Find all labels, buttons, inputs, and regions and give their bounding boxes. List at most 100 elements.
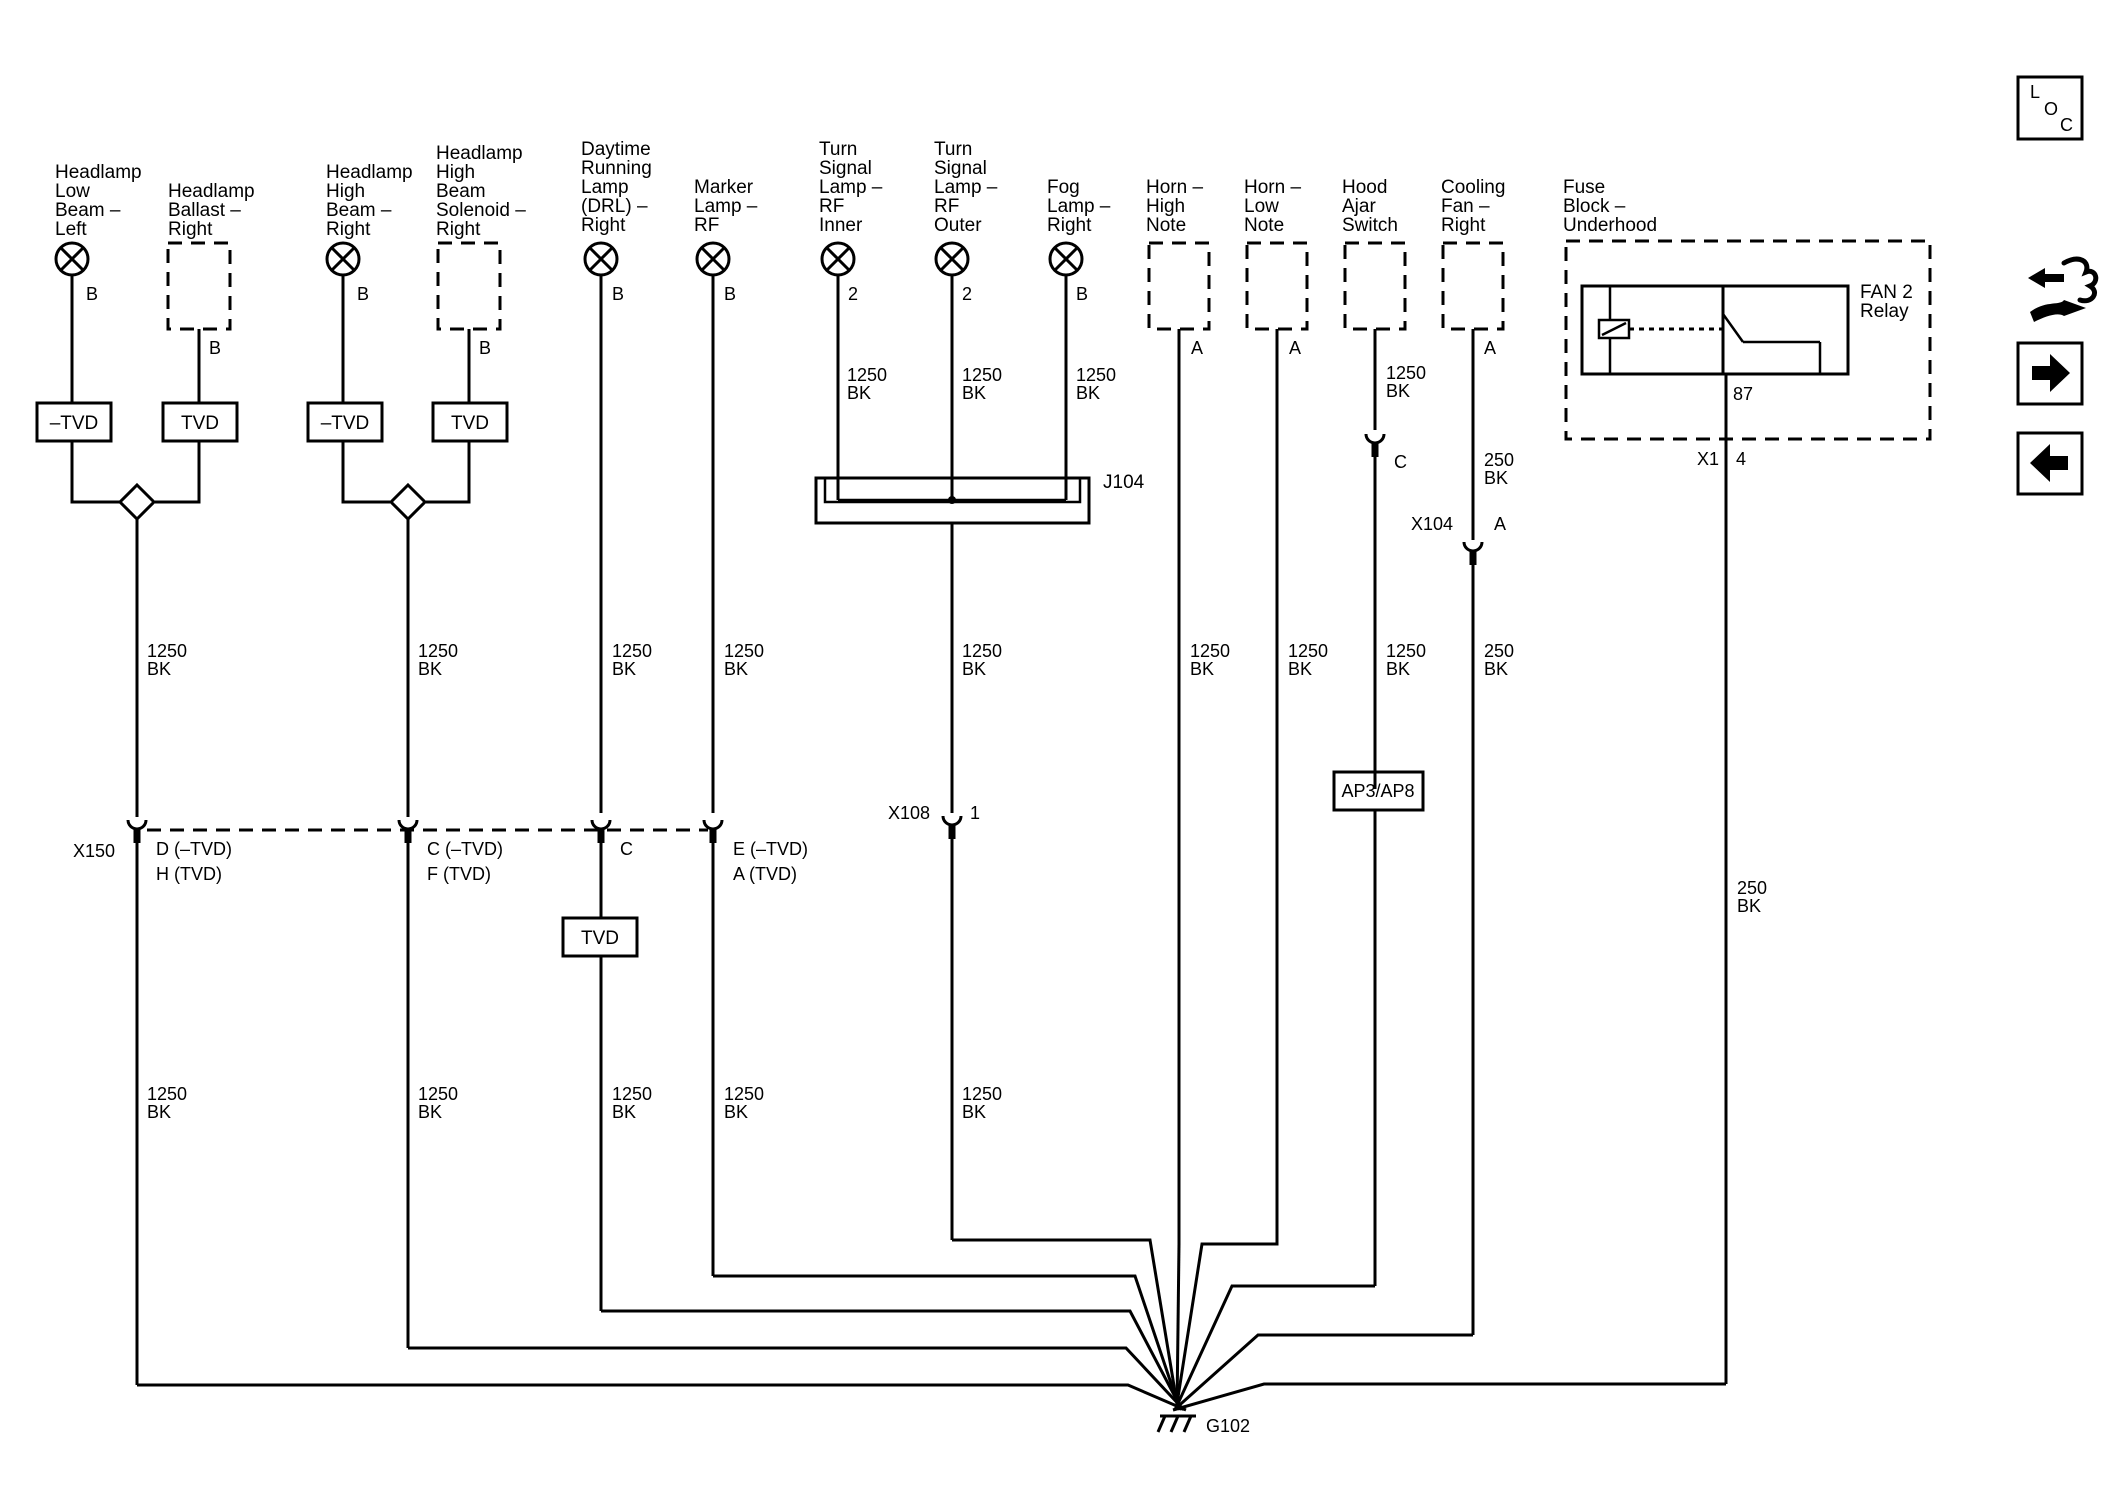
pin-label: B xyxy=(479,338,491,358)
x108-label: X108 xyxy=(888,803,930,823)
splice-diamond-icon xyxy=(117,482,157,522)
label-drl-right: Daytime Running Lamp (DRL) – Right xyxy=(581,139,657,236)
back-arrow-icon[interactable] xyxy=(2016,431,2084,496)
pin-label: 2 xyxy=(848,284,858,304)
x1-connector-label: X1 xyxy=(1697,449,1719,469)
option-not-tvd: –TVD xyxy=(321,413,370,434)
x104-pin-label: A xyxy=(1494,514,1506,534)
pin-label: A xyxy=(1191,338,1203,358)
label-hood-ajar-switch: Hood Ajar Switch xyxy=(1342,177,1398,236)
option-tvd: TVD xyxy=(581,928,619,949)
label-turn-signal-rf-outer: Turn Signal Lamp – RF Outer xyxy=(934,139,1003,236)
label-headlamp-ballast-right: Headlamp Ballast – Right xyxy=(168,181,260,240)
pin-label: A xyxy=(1484,338,1496,358)
headlamp-low-beam-left-lamp-icon xyxy=(54,241,90,277)
relay-terminal-87: 87 xyxy=(1733,384,1753,404)
headlamp-high-beam-right-lamp-icon xyxy=(325,241,361,277)
x108-connector-icon xyxy=(941,814,963,841)
x1-pin-label: 4 xyxy=(1736,449,1746,469)
forward-arrow-icon[interactable] xyxy=(2016,341,2084,406)
label-turn-signal-rf-inner: Turn Signal Lamp – RF Inner xyxy=(819,139,888,236)
loc-letter-o: O xyxy=(2044,99,2058,119)
x150-pins-headlamp-high: C (–TVD) F (TVD) xyxy=(427,839,508,884)
option-box xyxy=(1332,770,1425,812)
wiring-harness-icon[interactable] xyxy=(2028,256,2099,322)
fog-lamp-right-lamp-icon xyxy=(1048,241,1084,277)
label-cooling-fan-right: Cooling Fan – Right xyxy=(1441,177,1511,236)
x150-pins-headlamp-low: D (–TVD) H (TVD) xyxy=(156,839,237,884)
hood-connector-icon xyxy=(1364,432,1386,459)
pin-label: B xyxy=(357,284,369,304)
x104-label: X104 xyxy=(1411,514,1453,534)
x104-connector-icon xyxy=(1462,540,1484,567)
turn-signal-rf-outer-lamp-icon xyxy=(934,241,970,277)
pin-label: 2 xyxy=(962,284,972,304)
option-not-tvd: –TVD xyxy=(50,413,99,434)
ground-symbol-icon xyxy=(1156,1414,1196,1433)
pin-label: B xyxy=(724,284,736,304)
hood-ajar-switch-component xyxy=(1343,241,1407,331)
marker-lamp-rf-lamp-icon xyxy=(695,241,731,277)
fan-2-relay-label: FAN 2 Relay xyxy=(1860,282,1918,322)
x150-pins-marker: E (–TVD) A (TVD) xyxy=(733,839,813,884)
pin-label: B xyxy=(209,338,221,358)
splice-dot xyxy=(948,496,956,504)
cooling-fan-right-component xyxy=(1441,241,1505,331)
option-ap3-ap8: AP3/AP8 xyxy=(1341,781,1414,801)
label-fog-lamp-right: Fog Lamp – Right xyxy=(1047,177,1116,236)
label-horn-low-note: Horn – Low Note xyxy=(1244,177,1306,236)
pin-label: B xyxy=(1076,284,1088,304)
fan-2-relay xyxy=(1580,284,1850,376)
splice-diamond-icon xyxy=(388,482,428,522)
fuse-block-underhood-component xyxy=(1564,239,1932,441)
pin-label: C xyxy=(1394,452,1407,472)
option-box xyxy=(306,401,384,443)
location-button[interactable]: L O C xyxy=(2016,75,2084,141)
x150-label: X150 xyxy=(73,841,115,861)
headlamp-high-beam-solenoid-right-component xyxy=(436,241,502,331)
label-horn-high-note: Horn – High Note xyxy=(1146,177,1208,236)
loc-letter-l: L xyxy=(2030,82,2040,102)
pin-label: B xyxy=(86,284,98,304)
label-fuse-block-underhood: Fuse Block – Underhood xyxy=(1563,177,1657,236)
